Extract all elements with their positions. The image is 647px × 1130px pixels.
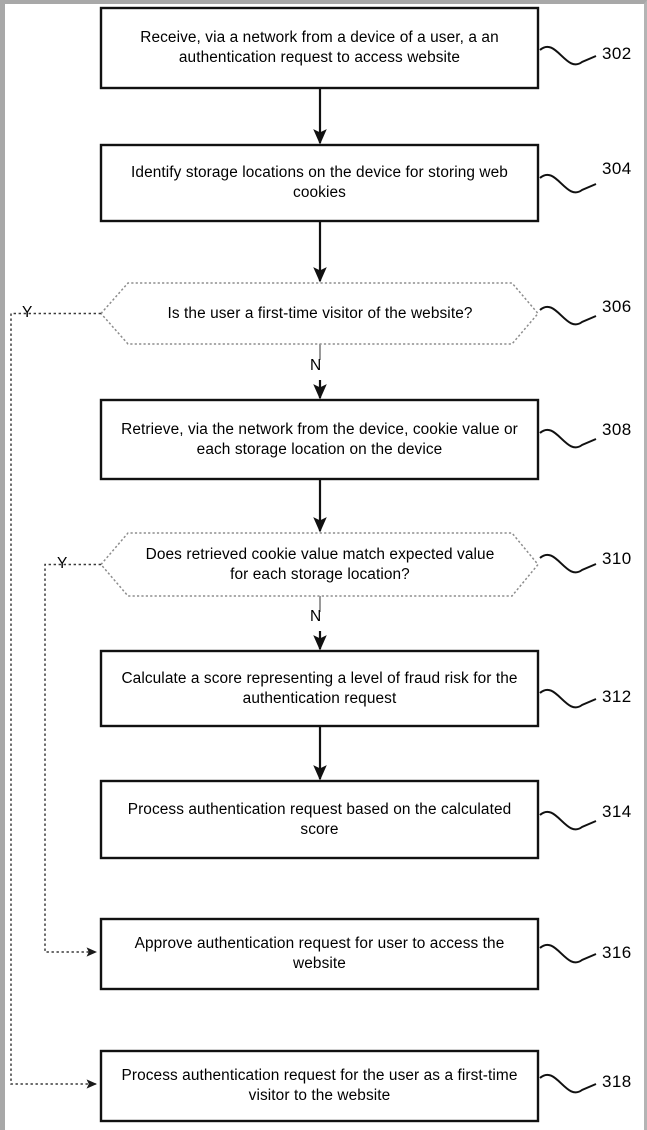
branch-path-306-yes xyxy=(10,312,101,1089)
decision-shape-306 xyxy=(99,282,539,345)
node-text-318: Process authentication request for the u… xyxy=(121,1067,518,1104)
branch-label-310-yes: Y xyxy=(57,555,68,572)
reference-numeral-304: 304 xyxy=(602,159,632,178)
leader-line-312 xyxy=(539,689,597,709)
leader-line-308 xyxy=(539,429,597,449)
reference-numeral-316: 316 xyxy=(602,943,632,962)
node-text-306: Is the user a first-time visitor of the … xyxy=(167,304,473,322)
node-text-316: Approve authentication request for user … xyxy=(134,935,505,972)
reference-numeral-306: 306 xyxy=(602,297,632,316)
leader-line-314 xyxy=(539,811,597,831)
leader-line-316 xyxy=(539,944,597,964)
reference-numeral-302: 302 xyxy=(602,44,632,63)
reference-numeral-318: 318 xyxy=(602,1072,632,1091)
branch-path-310-yes xyxy=(44,563,101,957)
process-box-318 xyxy=(99,1049,540,1123)
node-text-302: Receive, via a network from a device of … xyxy=(140,29,499,66)
leader-line-302 xyxy=(539,46,597,66)
leader-line-310 xyxy=(539,554,597,574)
process-box-314 xyxy=(99,779,540,860)
process-box-316 xyxy=(99,917,540,991)
reference-numeral-308: 308 xyxy=(602,420,632,439)
reference-numeral-314: 314 xyxy=(602,802,632,821)
node-text-310: Does retrieved cookie value match expect… xyxy=(145,545,495,583)
branch-label-306-yes: Y xyxy=(22,304,33,321)
process-box-304 xyxy=(99,143,540,223)
leader-line-304 xyxy=(539,174,597,194)
reference-numeral-310: 310 xyxy=(602,549,632,568)
node-text-308: Retrieve, via the network from the devic… xyxy=(121,420,518,458)
node-text-314: Process authentication request based on … xyxy=(127,800,512,838)
reference-numeral-312: 312 xyxy=(602,687,632,706)
branch-label-306-no: N xyxy=(310,357,322,374)
branch-label-310-no: N xyxy=(310,608,322,625)
leader-line-318 xyxy=(539,1074,597,1094)
node-text-304: Identify storage locations on the device… xyxy=(131,164,508,201)
decision-shape-310 xyxy=(100,532,539,597)
node-text-312: Calculate a score representing a level o… xyxy=(121,669,518,707)
leader-line-306 xyxy=(539,306,597,326)
process-box-312 xyxy=(99,649,540,728)
